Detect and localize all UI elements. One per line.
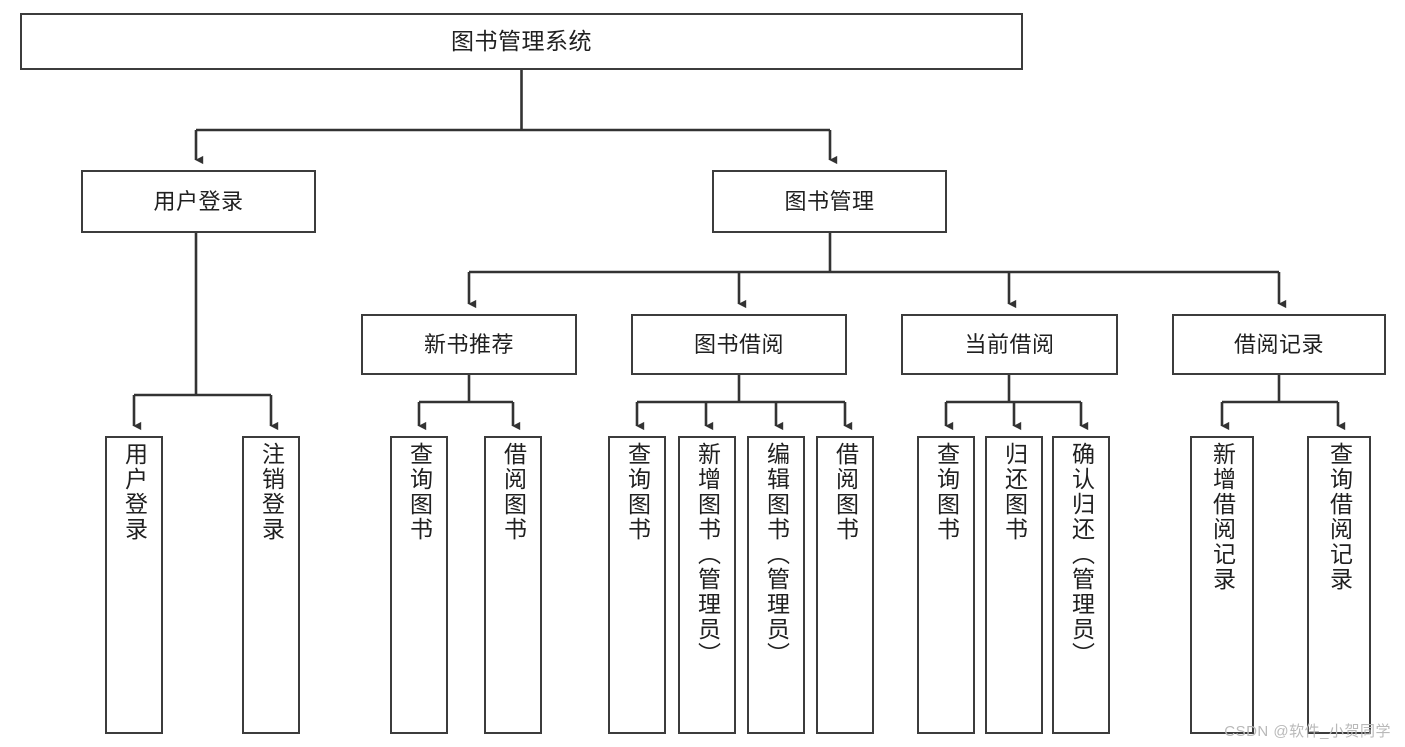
node-label: 借阅图书: [832, 442, 859, 542]
node-label: 借阅图书: [500, 442, 527, 542]
node-label: 新增图书（管理员）: [694, 442, 721, 667]
leaf-new-book-borrow[interactable]: 借阅图书: [484, 436, 542, 734]
leaf-borrow-add-book-admin[interactable]: 新增图书（管理员）: [678, 436, 736, 734]
node-label: 归还图书: [1001, 442, 1028, 542]
node-label: 图书借阅: [693, 331, 784, 357]
leaf-borrow-query-book[interactable]: 查询图书: [608, 436, 666, 734]
node-label: 查询借阅记录: [1326, 442, 1353, 592]
node-new-book-recommend[interactable]: 新书推荐: [361, 314, 577, 375]
leaf-user-login-signin[interactable]: 用户登录: [105, 436, 163, 734]
node-label: 新书推荐: [423, 331, 514, 357]
leaf-borrow-edit-book-admin[interactable]: 编辑图书（管理员）: [747, 436, 805, 734]
node-label: 用户登录: [121, 442, 148, 542]
leaf-current-query-book[interactable]: 查询图书: [917, 436, 975, 734]
csdn-watermark: CSDN @软件_小贺同学: [1224, 723, 1391, 740]
node-label: 注销登录: [258, 442, 285, 542]
node-label: 当前借阅: [964, 331, 1055, 357]
node-label: 新增借阅记录: [1209, 442, 1236, 592]
node-label: 用户登录: [153, 188, 244, 214]
leaf-user-login-signout[interactable]: 注销登录: [242, 436, 300, 734]
node-label: 借阅记录: [1233, 331, 1324, 357]
node-borrow-record[interactable]: 借阅记录: [1172, 314, 1386, 375]
node-book-management[interactable]: 图书管理: [712, 170, 947, 233]
node-current-borrow[interactable]: 当前借阅: [901, 314, 1118, 375]
node-book-borrow[interactable]: 图书借阅: [631, 314, 847, 375]
leaf-record-add-borrow-record[interactable]: 新增借阅记录: [1190, 436, 1254, 734]
leaf-new-book-query[interactable]: 查询图书: [390, 436, 448, 734]
node-label: 查询图书: [406, 442, 433, 542]
node-label: 查询图书: [933, 442, 960, 542]
leaf-record-query-borrow-record[interactable]: 查询借阅记录: [1307, 436, 1371, 734]
leaf-borrow-borrow-book[interactable]: 借阅图书: [816, 436, 874, 734]
node-user-login[interactable]: 用户登录: [81, 170, 316, 233]
node-label: 图书管理系统: [451, 28, 592, 55]
leaf-current-return-book[interactable]: 归还图书: [985, 436, 1043, 734]
leaf-current-confirm-return-admin[interactable]: 确认归还（管理员）: [1052, 436, 1110, 734]
node-label: 确认归还（管理员）: [1068, 442, 1095, 667]
node-label: 编辑图书（管理员）: [763, 442, 790, 667]
node-root-book-management-system[interactable]: 图书管理系统: [20, 13, 1023, 70]
node-label: 查询图书: [624, 442, 651, 542]
node-label: 图书管理: [784, 188, 875, 214]
